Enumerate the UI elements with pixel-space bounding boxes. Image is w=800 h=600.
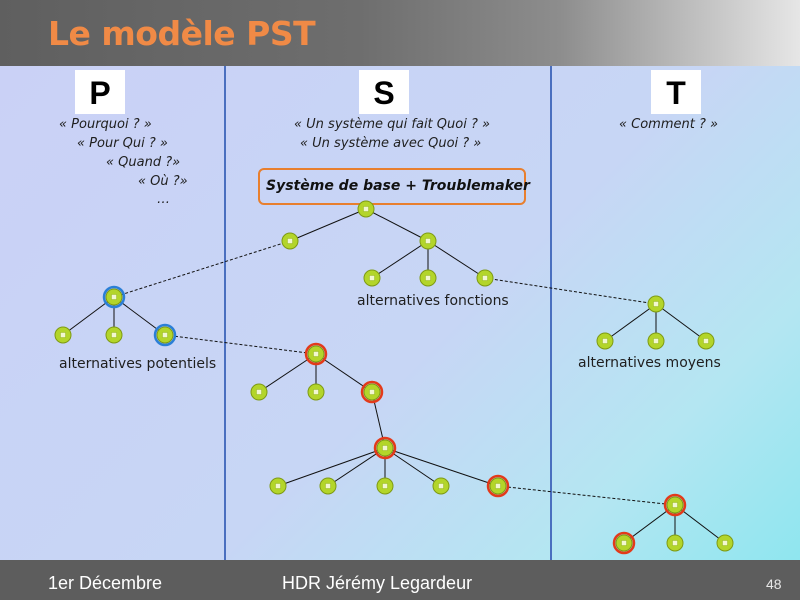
tree-node [269,477,287,495]
tree-edge [371,240,429,279]
footer-date: 1er Décembre [48,573,163,593]
tree-node [697,332,715,350]
tree-edge [365,208,429,242]
column-letter-s: S [359,70,409,114]
tree-node [432,477,450,495]
question-p-when: « Quand ?» [106,155,181,170]
tree-node [596,332,614,350]
tree-nodes [54,200,734,555]
tree-edge [258,353,317,393]
tree-node [647,295,665,313]
column-divider-p-s [224,66,226,560]
tree-node-blue-ring [102,285,126,309]
tree-node [357,200,375,218]
column-divider-s-t [550,66,552,560]
slide-header: Le modèle PST [0,0,800,66]
question-p-why: « Pourquoi ? » [59,117,152,132]
tree-edge [655,303,707,342]
column-letter-t: T [651,70,701,114]
root-system-box: Système de base + Troublemaker [258,168,530,205]
tree-node-red-ring [486,474,510,498]
tree-edge [277,447,386,487]
tree-node [319,477,337,495]
label-alternatives-potentiels: alternatives potentiels [59,356,217,372]
tree-node-blue-ring [153,323,177,347]
tree-node [250,383,268,401]
tree-edge [427,240,486,279]
tree-node-red-ring [304,342,328,366]
tree-node [307,383,325,401]
tree-node [666,534,684,552]
question-s-what: « Un système qui fait Quoi ? » [294,117,491,132]
tree-link-dashed [113,240,291,298]
tree-edge [289,208,367,242]
question-p-ellipsis: … [157,192,170,207]
tree-node [647,332,665,350]
tree-edge [315,353,373,393]
tree-node [363,269,381,287]
tree-node-red-ring [663,493,687,517]
column-letter-p: P [75,70,125,114]
tree-link-dashed [497,485,676,506]
tree-node [476,269,494,287]
footer-author: HDR Jérémy Legardeur [282,573,473,593]
question-s-with-what: « Un système avec Quoi ? » [300,136,482,151]
tree-link-dashed [484,277,657,305]
tree-edge [327,447,386,487]
question-p-where: « Où ?» [138,174,188,189]
question-t-how: « Comment ? » [619,117,719,132]
question-p-for-whom: « Pour Qui ? » [77,136,168,151]
tree-edge [604,303,657,342]
diagram-canvas [0,66,800,560]
tree-node [376,477,394,495]
tree-node [105,326,123,344]
tree-node-red-ring [612,531,636,555]
tree-link-dashed [164,334,317,355]
tree-node [54,326,72,344]
tree-edge [384,447,442,487]
slide-title: Le modèle PST [48,14,316,53]
tree-edges [62,208,726,544]
tree-node [281,232,299,250]
label-alternatives-fonctions: alternatives fonctions [357,293,509,309]
tree-edge [384,447,499,487]
label-alternatives-moyens: alternatives moyens [578,355,721,371]
tree-node-red-ring [360,380,384,404]
tree-node [419,232,437,250]
footer-page-number: 48 [766,576,782,592]
tree-node-red-ring [373,436,397,460]
slide-footer: 1er Décembre HDR Jérémy Legardeur 48 [0,560,800,600]
tree-node [419,269,437,287]
tree-node [716,534,734,552]
